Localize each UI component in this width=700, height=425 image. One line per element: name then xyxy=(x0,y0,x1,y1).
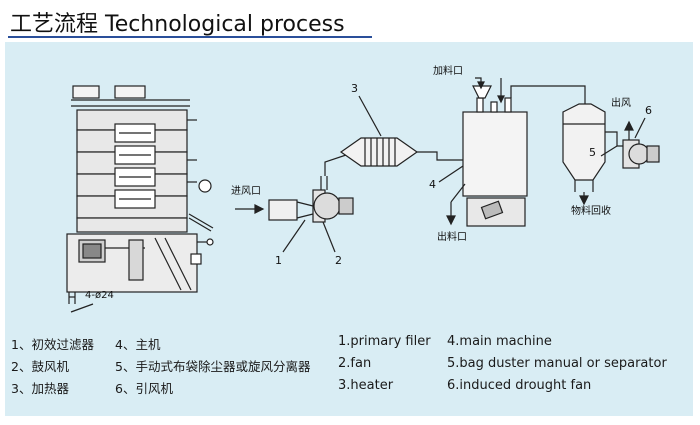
legend-cn-item-1: 1、初效过滤器 xyxy=(11,337,94,352)
legend-cn-item-3: 3、加热器 xyxy=(11,381,69,396)
main-tower xyxy=(66,85,214,313)
legend-en-item-4: 4.main machine xyxy=(447,334,552,349)
page-title: 工艺流程 Technological process xyxy=(10,12,345,37)
diagram-panel: 进风口 加料口 出料口 物料回收 出风 4-ø24 1 2 3 4 5 6 xyxy=(5,42,693,416)
legend-en-item-2: 2.fan xyxy=(338,356,372,371)
legend-cn-item-5: 5、手动式布袋除尘器或旋风分离器 xyxy=(115,359,311,374)
primary-filter xyxy=(235,199,314,221)
legend-en-item-3: 3.heater xyxy=(338,378,394,393)
air-inlet-label: 进风口 xyxy=(231,185,261,197)
induced-fan xyxy=(622,117,660,169)
legend-en-item-5: 5.bag duster manual or separator xyxy=(447,356,667,371)
material-recovery-label: 物料回收 xyxy=(571,204,611,217)
callout-number-4: 4 xyxy=(429,178,436,191)
legend-cn-item-2: 2、鼓风机 xyxy=(11,359,69,374)
heater-unit xyxy=(339,95,419,167)
legend: 1、初效过滤器 2、鼓风机 3、加热器 4、主机 5、手动式布袋除尘器或旋风分离… xyxy=(5,334,693,414)
legend-cn-item-4: 4、主机 xyxy=(115,337,161,352)
process-diagram: 进风口 加料口 出料口 物料回收 出风 4-ø24 1 2 3 4 5 6 xyxy=(66,64,660,313)
legend-en-item-1: 1.primary filer xyxy=(338,334,431,349)
legend-cn-item-6: 6、引风机 xyxy=(115,381,173,396)
callout-number-3: 3 xyxy=(351,82,358,95)
callout-number-1: 1 xyxy=(275,254,282,267)
bag-collector xyxy=(562,103,618,206)
legend-en-item-6: 6.induced drought fan xyxy=(447,378,592,393)
callout-number-2: 2 xyxy=(335,254,342,267)
main-machine xyxy=(438,85,528,227)
outlet-label: 出料口 xyxy=(437,230,467,243)
base-dimension-label: 4-ø24 xyxy=(85,290,114,301)
feed-inlet-label: 加料口 xyxy=(433,64,463,77)
callout-number-5: 5 xyxy=(589,146,596,159)
callout-number-6: 6 xyxy=(645,104,652,117)
fan-unit xyxy=(312,176,354,223)
title-underline xyxy=(8,36,372,38)
air-out-label: 出风 xyxy=(611,96,631,109)
page-header: 工艺流程 Technological process xyxy=(0,0,700,38)
